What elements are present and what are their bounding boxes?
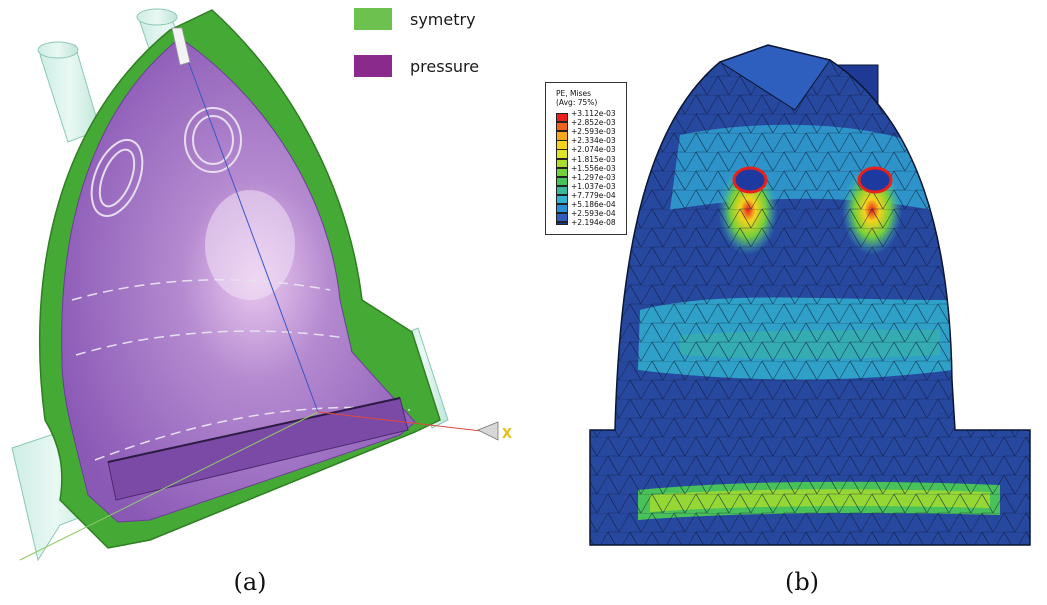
colorbar-swatch (556, 131, 568, 141)
colorbar-legend: PE, Mises (Avg: 75%) +3.112e-03+2.852e-0… (545, 82, 627, 235)
axis-diagonal (19, 411, 319, 561)
axis-x-line (317, 411, 491, 433)
legend-label-symetry: symetry (410, 9, 476, 29)
x-axis-cone-icon (477, 421, 499, 441)
colorbar-level-label: +1.297e-03 (571, 172, 616, 182)
colorbar-title: PE, Mises (556, 89, 592, 98)
colorbar-level-label: +2.194e-08 (571, 218, 616, 228)
colorbar-swatch (556, 185, 568, 196)
vessel-outline (589, 44, 1031, 546)
legend-swatch-symetry (354, 8, 392, 30)
highlight-glare (205, 190, 295, 300)
step-edge (107, 397, 401, 463)
colorbar-level-label: +2.852e-03 (571, 118, 616, 128)
port-hole-right (857, 166, 893, 194)
colorbar-level-label: +2.074e-03 (571, 145, 616, 155)
legend-label-pressure: pressure (410, 56, 480, 76)
port-rings (90, 107, 242, 217)
legend-item-symetry: symetry (354, 8, 476, 30)
panel-a-boundary-conditions: X symetry pressure (a) (0, 0, 520, 605)
colorbar-level-label: +1.556e-03 (571, 163, 616, 173)
colorbar-swatch (556, 158, 568, 168)
colorbar-level-label: +2.334e-03 (571, 136, 616, 146)
colorbar-swatch (556, 149, 568, 159)
x-axis-label: X (502, 427, 512, 442)
caption-a: (a) (233, 568, 267, 596)
axis-vertical (175, 27, 319, 413)
legend-swatch-pressure (354, 55, 392, 77)
legend-item-pressure: pressure (354, 55, 479, 77)
cut-model-illustration: X (11, 8, 512, 562)
colorbar-swatch (556, 194, 568, 205)
colorbar-swatch (556, 113, 568, 123)
top-marker (171, 27, 191, 66)
colorbar-level-label: +5.186e-04 (571, 200, 616, 209)
colorbar-swatch (556, 167, 568, 177)
colorbar-level-label: +3.112e-03 (571, 109, 616, 118)
fe-mesh-result (589, 44, 1031, 546)
colorbar-level-label: +7.779e-04 (571, 190, 616, 200)
panel-b-strain-result: (b) (520, 0, 1047, 605)
port-hole-left (732, 166, 768, 194)
ghost-nozzle-left (37, 41, 101, 143)
colorbar-swatch (556, 213, 568, 223)
colorbar-level-label: +2.593e-04 (571, 209, 616, 219)
colorbar-subtitle: (Avg: 75%) (556, 98, 598, 107)
colorbar-swatch (556, 204, 568, 214)
caption-b: (b) (784, 568, 820, 596)
colorbar-swatch (556, 176, 568, 187)
colorbar-level-label: +1.815e-03 (571, 154, 616, 164)
colorbar-swatch (556, 140, 568, 150)
colorbar-swatch (556, 122, 568, 132)
colorbar-swatch (556, 222, 568, 226)
colorbar-level-label: +1.037e-03 (571, 181, 616, 191)
colorbar-level-label: +2.593e-03 (571, 127, 616, 137)
